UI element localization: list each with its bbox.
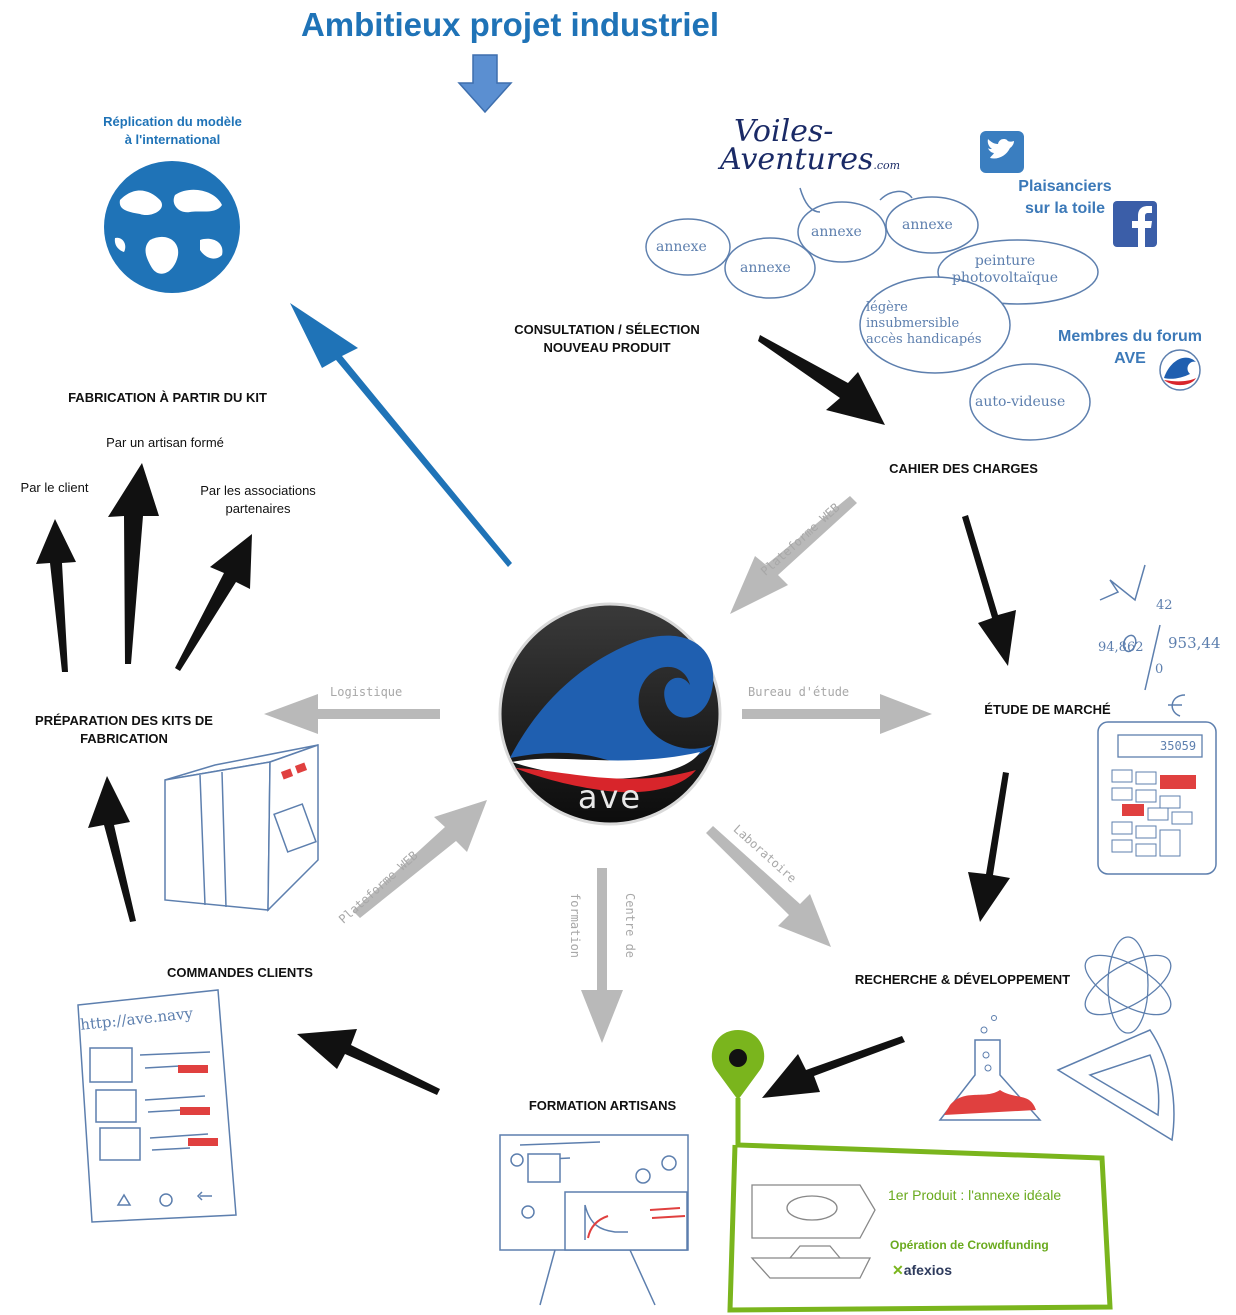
product-line1: 1er Produit : l'annexe idéale xyxy=(888,1187,1062,1203)
bubble-text-4: annexe xyxy=(902,217,953,233)
atom-icon xyxy=(1084,936,1172,1034)
market-number-1: 42 xyxy=(1156,598,1173,613)
bubble-text-5: peinture photovoltaïque xyxy=(952,253,1058,286)
box-tape-marks xyxy=(280,762,308,780)
bubble-text-6: légère insubmersible accès handicapés xyxy=(866,300,982,347)
title-down-arrow xyxy=(457,54,513,114)
link-centre-formation-2: formation xyxy=(568,893,582,959)
voiles-logo-line1: Voiles- xyxy=(734,114,834,149)
fabrication-label: FABRICATION À PARTIR DU KIT xyxy=(68,390,267,405)
twitter-icon xyxy=(980,131,1024,173)
bubble-text-7: auto-videuse xyxy=(975,394,1066,410)
bubble-text-3: annexe xyxy=(811,224,862,240)
ave-hub-logo xyxy=(498,602,722,826)
afexios-logo-mark: ✕ xyxy=(892,1262,904,1278)
par-client-label: Par le client xyxy=(20,480,89,495)
link-bureau-etude: Bureau d'étude xyxy=(748,685,850,699)
page-title: Ambitieux projet industriel xyxy=(300,6,720,43)
commandes-label: COMMANDES CLIENTS xyxy=(167,965,313,980)
protractor-icon xyxy=(1056,1029,1175,1142)
afexios-logo-text: afexios xyxy=(903,1262,952,1278)
arrow-hub-to-replication xyxy=(290,303,512,567)
hub-logo-text: ave xyxy=(577,778,643,816)
voiles-logo-suffix: .com xyxy=(873,159,901,172)
calculator-icon xyxy=(1097,721,1217,875)
calculator-display: 35059 xyxy=(1160,739,1197,753)
market-number-2: 94,862 xyxy=(1098,640,1144,655)
voiles-logo-line2: Aventures xyxy=(720,142,874,177)
training-board-icon xyxy=(499,1134,689,1306)
consultation-label: CONSULTATION / SÉLECTION NOUVEAU PRODUIT xyxy=(514,322,700,355)
replication-label: Réplication du modèle à l'international xyxy=(103,114,242,147)
preparation-label: PRÉPARATION DES KITS DE FABRICATION xyxy=(35,713,213,746)
location-pin-icon xyxy=(711,1030,1113,1313)
facebook-icon xyxy=(1113,201,1157,247)
link-centre-formation-1: Centre de xyxy=(623,893,637,959)
forum-logo-icon xyxy=(1159,349,1201,391)
cahier-label: CAHIER DES CHARGES xyxy=(889,461,1038,476)
training-red-marks xyxy=(587,1207,686,1239)
bubble-text-1: annexe xyxy=(656,239,707,255)
black-flow-arrows xyxy=(36,335,1016,1098)
market-doodle xyxy=(1099,564,1186,717)
link-logistique: Logistique xyxy=(330,685,403,699)
boat-sketch xyxy=(750,1184,876,1279)
par-artisan-label: Par un artisan formé xyxy=(106,435,224,450)
plaisanciers-label: Plaisanciers sur la toile xyxy=(1018,178,1112,217)
afexios-logo: ✕afexios xyxy=(892,1262,952,1279)
community-bubbles xyxy=(645,187,1099,441)
market-number-4: 0 xyxy=(1155,662,1164,677)
globe-icon xyxy=(104,161,240,293)
formation-label: FORMATION ARTISANS xyxy=(528,1098,677,1113)
grey-hub-arrows xyxy=(264,496,932,1043)
par-associations-label: Par les associations partenaires xyxy=(200,483,316,516)
box-sketch-icon xyxy=(164,743,319,912)
voiles-aventures-logo: Voiles- Aventures.com xyxy=(720,114,901,180)
phone-red-marks xyxy=(178,1065,218,1146)
flask-icon xyxy=(938,1015,1042,1121)
etude-label: ÉTUDE DE MARCHÉ xyxy=(984,702,1111,717)
recherche-label: RECHERCHE & DÉVELOPPEMENT xyxy=(854,972,1071,987)
phone-sketch-icon xyxy=(77,989,237,1223)
bubble-text-2: annexe xyxy=(740,260,791,276)
market-number-3: 953,44 xyxy=(1168,634,1221,652)
product-line2: Opération de Crowdfunding xyxy=(890,1238,1049,1252)
membres-forum-label: Membres du forum AVE xyxy=(1057,328,1202,367)
